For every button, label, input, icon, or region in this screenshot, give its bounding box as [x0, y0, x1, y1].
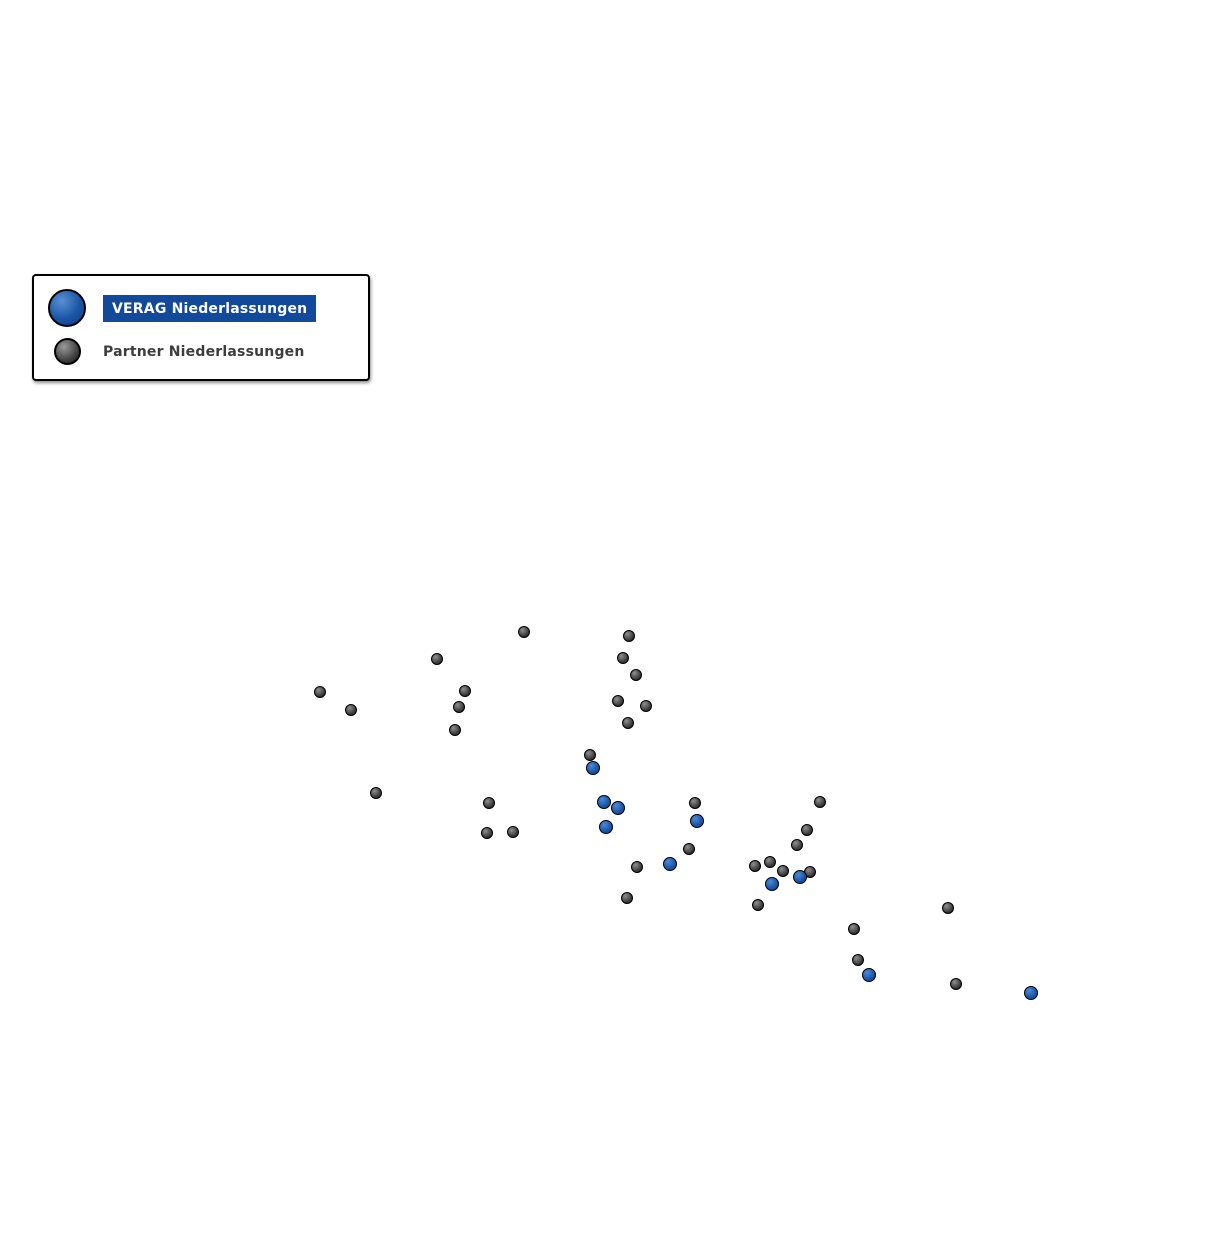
verag-location-marker[interactable] [1024, 986, 1038, 1000]
legend-partner-label: Partner Niederlassungen [103, 343, 305, 360]
verag-location-marker[interactable] [663, 857, 677, 871]
partner-location-marker[interactable] [453, 701, 465, 713]
verag-location-marker[interactable] [690, 814, 704, 828]
verag-location-marker[interactable] [611, 801, 625, 815]
partner-location-marker[interactable] [617, 652, 629, 664]
partner-location-marker[interactable] [791, 839, 803, 851]
partner-location-marker[interactable] [683, 843, 695, 855]
verag-location-marker[interactable] [597, 795, 611, 809]
partner-location-marker[interactable] [507, 826, 519, 838]
partner-location-marker[interactable] [777, 865, 789, 877]
legend: VERAG Niederlassungen Partner Niederlass… [32, 274, 370, 381]
partner-location-marker[interactable] [801, 824, 813, 836]
verag-marker-icon [48, 289, 86, 327]
partner-location-marker[interactable] [814, 796, 826, 808]
verag-location-marker[interactable] [765, 877, 779, 891]
partner-location-marker[interactable] [942, 902, 954, 914]
partner-location-marker[interactable] [370, 787, 382, 799]
partner-location-marker[interactable] [314, 686, 326, 698]
partner-location-marker[interactable] [621, 892, 633, 904]
verag-location-marker[interactable] [862, 968, 876, 982]
legend-verag-label: VERAG Niederlassungen [103, 294, 317, 322]
partner-location-marker[interactable] [584, 749, 596, 761]
partner-location-marker[interactable] [623, 630, 635, 642]
partner-location-marker[interactable] [689, 797, 701, 809]
verag-location-marker[interactable] [599, 820, 613, 834]
partner-location-marker[interactable] [518, 626, 530, 638]
partner-location-marker[interactable] [630, 669, 642, 681]
partner-marker-icon [53, 338, 81, 365]
partner-location-marker[interactable] [749, 860, 761, 872]
partner-location-marker[interactable] [640, 700, 652, 712]
verag-location-marker[interactable] [586, 761, 600, 775]
partner-location-marker[interactable] [345, 704, 357, 716]
partner-location-marker[interactable] [459, 685, 471, 697]
partner-location-marker[interactable] [483, 797, 495, 809]
partner-location-marker[interactable] [852, 954, 864, 966]
partner-location-marker[interactable] [449, 724, 461, 736]
legend-row-verag: VERAG Niederlassungen [46, 289, 354, 327]
verag-location-marker[interactable] [793, 870, 807, 884]
partner-location-marker[interactable] [431, 653, 443, 665]
partner-location-marker[interactable] [612, 695, 624, 707]
partner-location-marker[interactable] [481, 827, 493, 839]
partner-location-marker[interactable] [848, 923, 860, 935]
partner-location-marker[interactable] [622, 717, 634, 729]
partner-location-marker[interactable] [631, 861, 643, 873]
partner-location-marker[interactable] [950, 978, 962, 990]
legend-row-partner: Partner Niederlassungen [46, 338, 354, 365]
partner-location-marker[interactable] [764, 856, 776, 868]
partner-location-marker[interactable] [752, 899, 764, 911]
